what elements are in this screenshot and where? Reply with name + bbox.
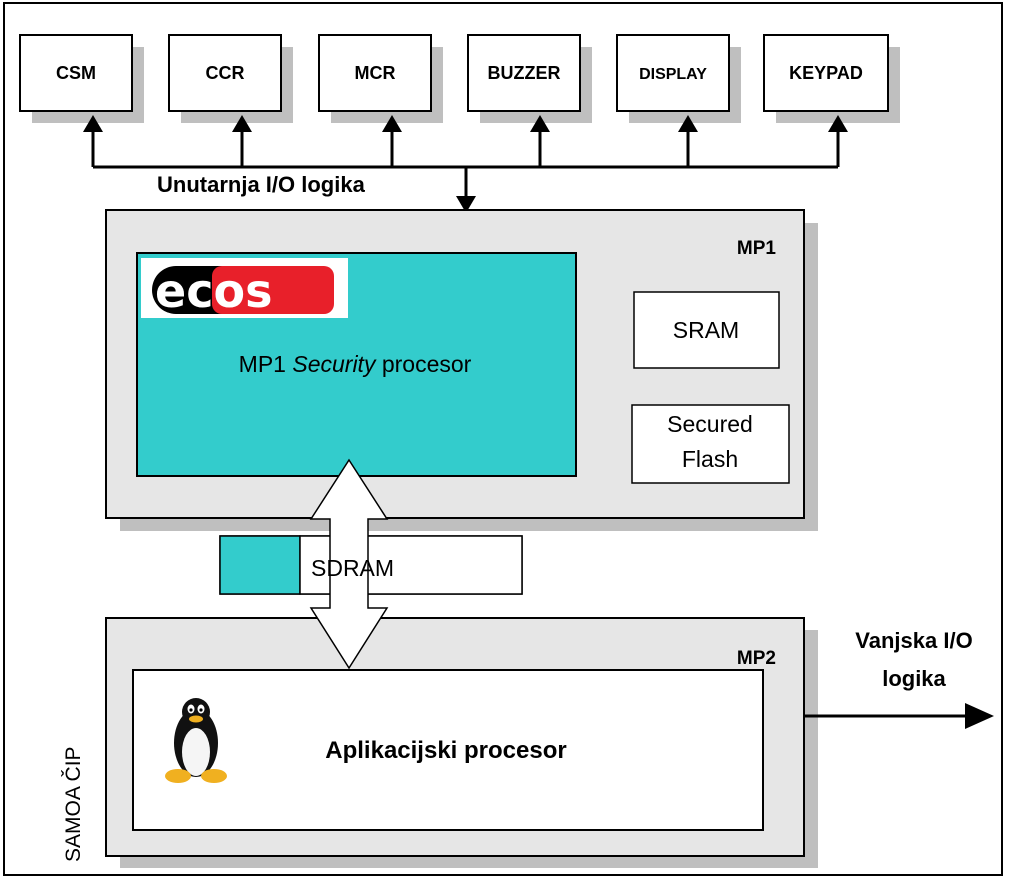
up-arrow <box>828 115 848 167</box>
io-device-csm: CSM <box>19 34 144 123</box>
secured-flash-label-line1: Secured <box>667 411 753 437</box>
internal-io-bus <box>83 115 848 213</box>
up-arrow <box>530 115 550 167</box>
io-device-label: CCR <box>206 63 245 83</box>
io-device-label: CSM <box>56 63 96 83</box>
io-device-label: DISPLAY <box>639 66 707 83</box>
sdram-label: SDRAM <box>311 555 394 581</box>
mp2-title: MP2 <box>737 648 776 669</box>
up-arrow <box>83 115 103 167</box>
up-arrow <box>232 115 252 167</box>
io-device-display: DISPLAY <box>616 34 741 123</box>
io-device-label: BUZZER <box>488 63 561 83</box>
chip-label: SAMOA ČIP <box>62 746 85 862</box>
up-arrow <box>382 115 402 167</box>
internal-io-label: Unutarnja I/O logika <box>157 172 366 197</box>
up-arrow <box>678 115 698 167</box>
mp1-title: MP1 <box>737 238 777 259</box>
mp2-block: MP2 Aplikacijski procesor <box>105 617 818 868</box>
io-device-mcr: MCR <box>318 34 443 123</box>
app-processor-panel <box>132 669 764 831</box>
secured-flash-label-line2: Flash <box>682 446 738 472</box>
ecos-logo-text: ecos <box>155 264 272 318</box>
io-device-label: KEYPAD <box>789 63 863 83</box>
secured-flash-box <box>631 404 790 484</box>
mp1-processor-label: MP1 Security procesor <box>239 351 472 377</box>
sram-label: SRAM <box>673 317 739 343</box>
external-io-arrow <box>804 703 994 729</box>
bidirectional-arrow <box>309 458 389 670</box>
io-devices: CSM CCR MCR BUZZER DISPLAY KEYPAD <box>19 34 900 123</box>
mp1-block: MP1 ecos MP1 Security procesor SRAM Secu… <box>105 209 818 531</box>
app-processor-label: Aplikacijski procesor <box>325 737 566 764</box>
io-device-label: MCR <box>355 63 396 83</box>
io-device-ccr: CCR <box>168 34 293 123</box>
down-arrow <box>456 167 476 213</box>
tux-icon <box>165 698 227 783</box>
sram-box <box>633 291 780 369</box>
external-io-label-line1: Vanjska I/O <box>855 628 972 653</box>
io-device-buzzer: BUZZER <box>467 34 592 123</box>
io-device-keypad: KEYPAD <box>763 34 900 123</box>
ecos-logo: ecos <box>141 258 348 318</box>
external-io-label-line2: logika <box>882 666 946 691</box>
